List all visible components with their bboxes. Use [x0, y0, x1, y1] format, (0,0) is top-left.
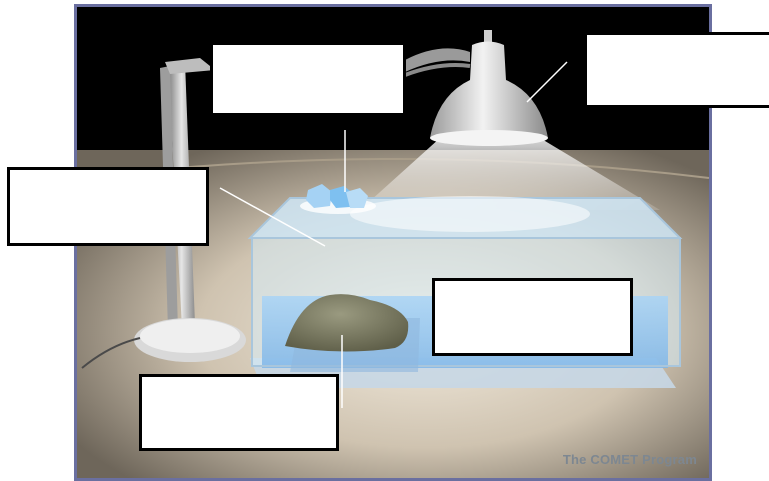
label-box-soil	[139, 374, 339, 451]
light-cone	[360, 138, 660, 210]
lamp-shade	[430, 30, 548, 146]
label-box-water	[432, 278, 633, 356]
leader-lines	[219, 61, 568, 408]
label-box-ice	[210, 42, 406, 116]
label-box-lamp	[584, 32, 769, 108]
ice-cubes	[300, 184, 376, 214]
lamp-arm	[404, 48, 471, 77]
soil-mound	[285, 294, 420, 372]
label-box-tank	[7, 167, 209, 246]
credit-text: The COMET Program	[562, 452, 697, 467]
